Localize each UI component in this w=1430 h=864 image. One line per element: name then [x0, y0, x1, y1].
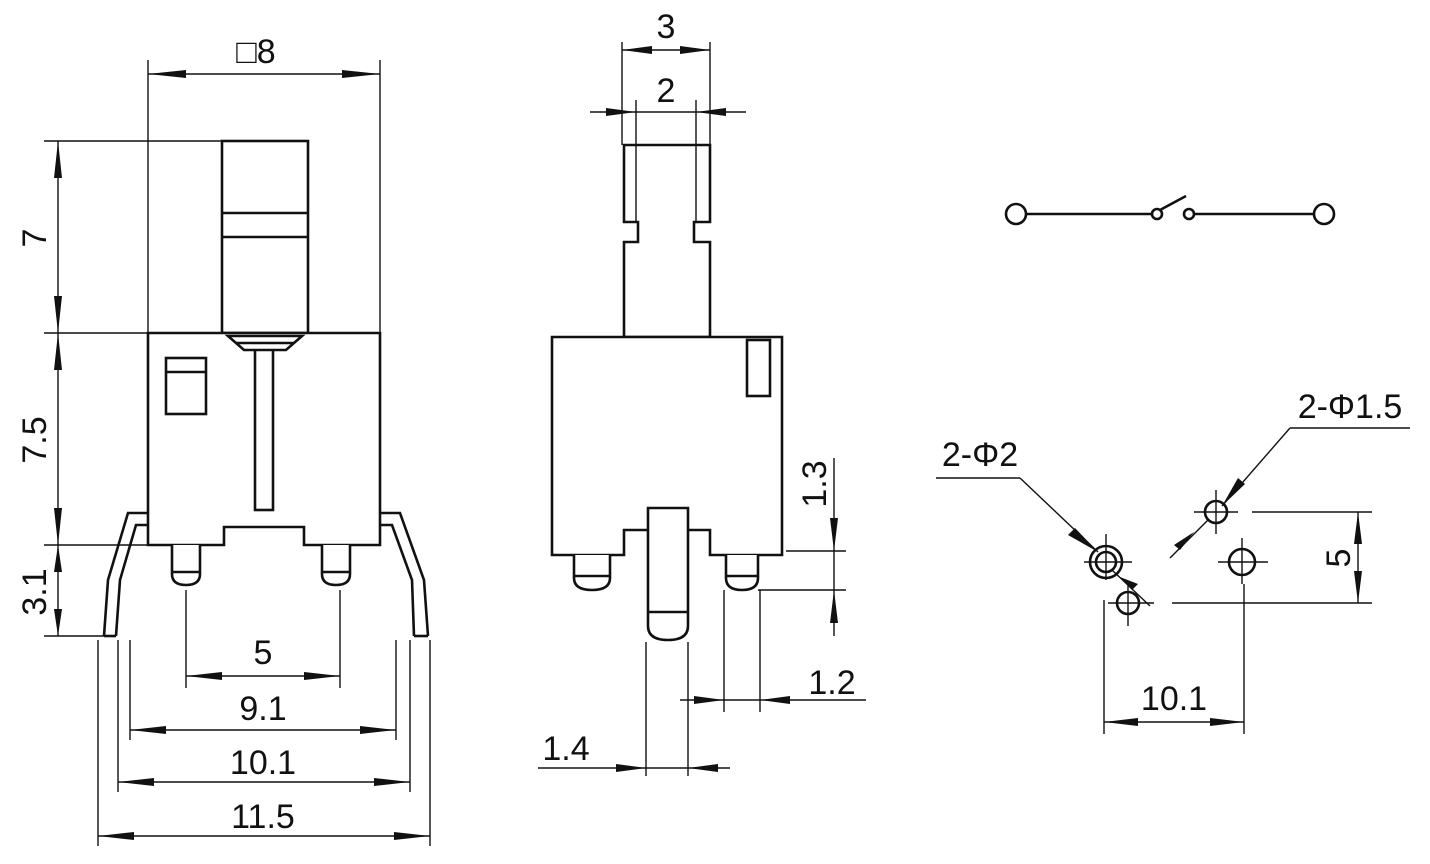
dim-pcb-vertical: 5	[1172, 511, 1372, 604]
dim-label-pcb-horizontal: 10.1	[1141, 680, 1207, 718]
hole-large-1	[1088, 544, 1124, 580]
dim-label-pin-pitch: 5	[254, 634, 273, 672]
dim-label-body-square: □8	[236, 33, 275, 71]
pcb-layout: 2-Φ2 2-Φ1.5 5 10.1	[936, 388, 1410, 734]
dim-label-body-height: 7.5	[16, 416, 54, 463]
label-hole-large: 2-Φ2	[942, 436, 1018, 474]
dim-label-leg-span-inner: 9.1	[239, 690, 286, 728]
front-legs	[102, 511, 430, 638]
dim-horizontal-stack: 5 9.1 10.1 11.5	[97, 590, 431, 846]
dim-pin-length: 1.3	[758, 458, 846, 636]
dim-label-pcb-vertical: 5	[1320, 549, 1358, 568]
leader-hole-small: 2-Φ1.5	[1169, 388, 1410, 559]
dim-pin-width: 1.2	[680, 590, 866, 712]
dim-label-leg-span-outer: 11.5	[231, 798, 295, 836]
dim-label-pin-length: 1.3	[796, 460, 834, 507]
dim-vertical-stack: 7 7.5 3.1	[16, 140, 222, 637]
dim-body-square: □8	[147, 33, 381, 333]
leader-hole-large: 2-Φ2	[936, 436, 1151, 607]
hole-small-1	[1203, 499, 1229, 525]
label-hole-small: 2-Φ1.5	[1298, 388, 1403, 426]
dim-plunger-widths: 3 2	[590, 8, 746, 222]
front-view: □8 7 7.5 3.1 5	[16, 33, 431, 846]
hole-small-2	[1227, 547, 1257, 577]
switch-normally-open-icon	[1004, 194, 1336, 226]
front-pins	[170, 545, 352, 587]
dim-label-leg-span-mid: 10.1	[230, 744, 296, 782]
hole-large-2	[1115, 590, 1141, 616]
side-view: 3 2 1.3 1.2	[538, 8, 866, 776]
front-body	[146, 331, 382, 547]
pcb-centerlines	[1084, 490, 1268, 626]
pcb-holes	[1088, 499, 1257, 616]
dim-label-leg-height: 3.1	[16, 568, 54, 615]
dim-leg-width: 1.4	[538, 642, 730, 776]
front-plunger	[220, 139, 310, 335]
dim-pcb-horizontal: 10.1	[1103, 584, 1245, 734]
dim-label-plunger-width: 3	[657, 8, 676, 46]
dim-label-leg-width: 1.4	[542, 730, 589, 768]
side-plunger	[622, 143, 712, 339]
dim-label-plunger-height: 7	[16, 229, 54, 248]
dim-label-pin-width: 1.2	[808, 664, 855, 702]
dim-label-plunger-neck: 2	[657, 72, 676, 110]
side-pins	[572, 506, 760, 642]
